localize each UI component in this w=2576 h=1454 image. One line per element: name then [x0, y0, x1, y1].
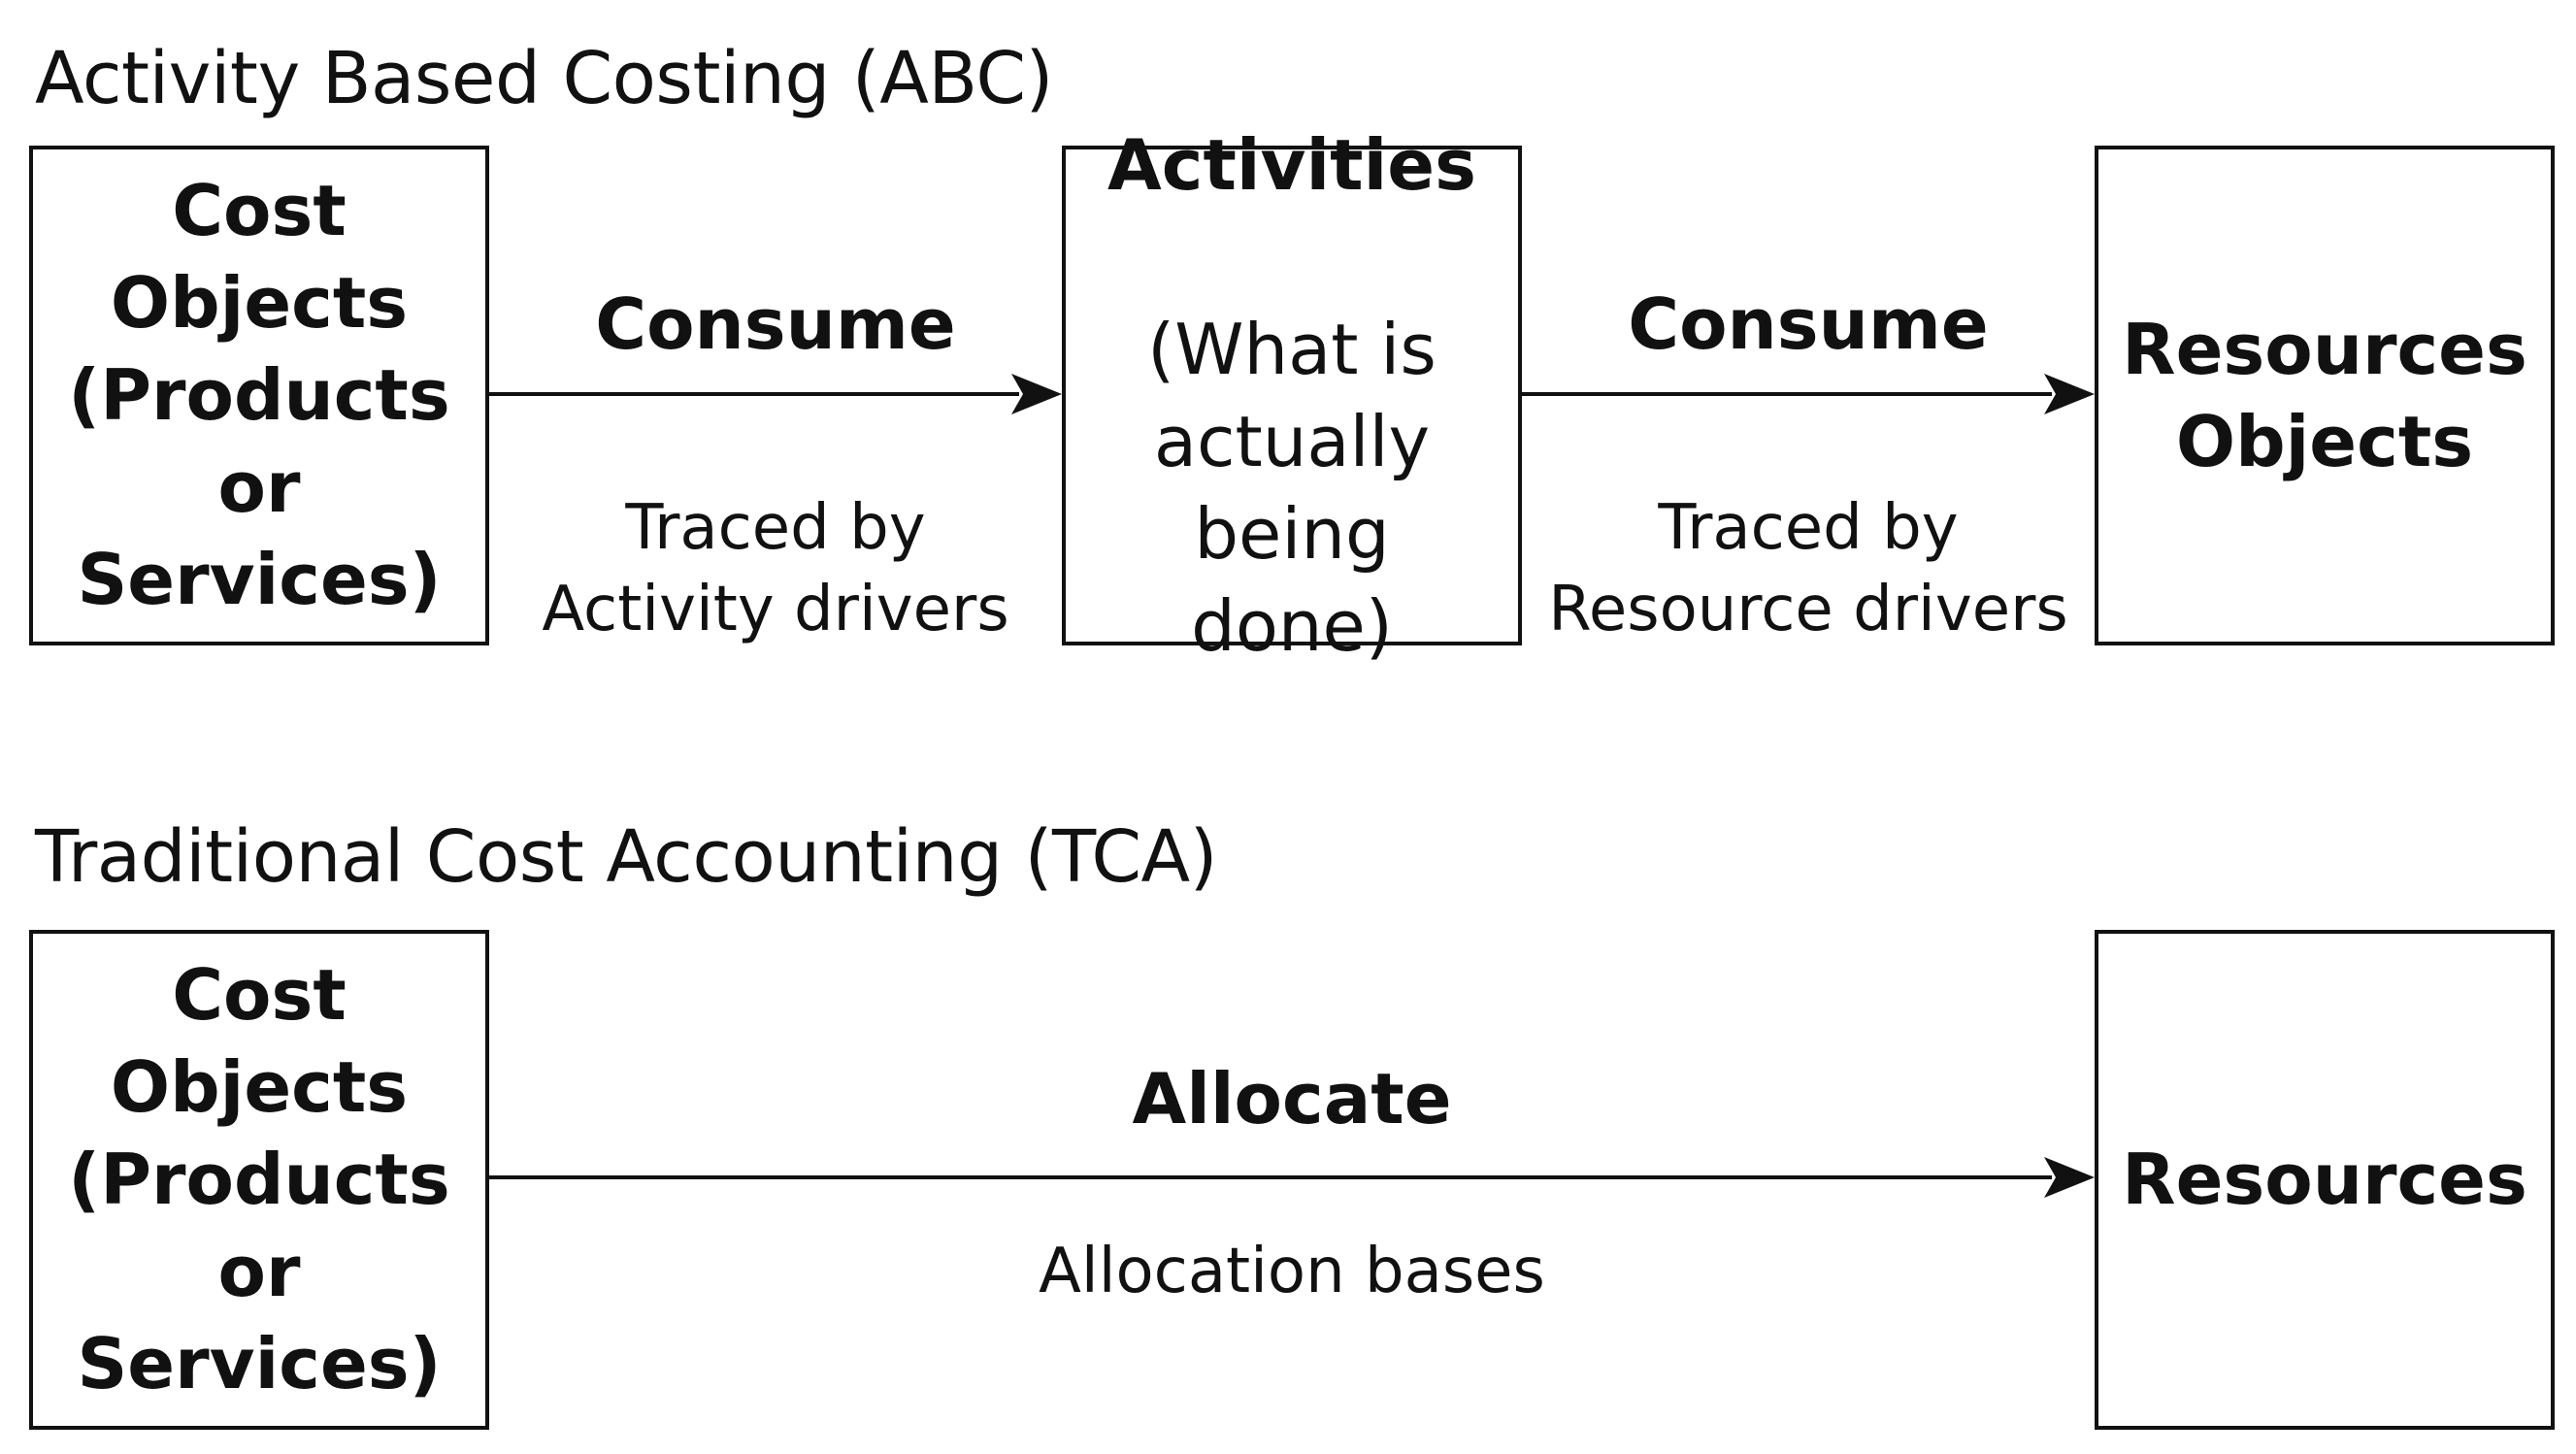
abc-cost-objects-label: Cost Objects (Products or Services) — [68, 170, 450, 620]
abc-link1-note: Traced by Activity drivers — [542, 492, 1009, 645]
abc-link2-note: Traced by Resource drivers — [1548, 492, 2068, 645]
abc-arrow-1 — [489, 374, 1062, 414]
tca-resources-label: Resources — [2122, 1139, 2527, 1220]
tca-resources-box: Resources — [2095, 930, 2555, 1430]
tca-link-note: Allocation bases — [1039, 1236, 1545, 1307]
abc-arrow-2 — [1522, 374, 2095, 414]
abc-link1-verb: Consume — [595, 283, 956, 365]
abc-activities-box: Activities (What is actually being done) — [1062, 124, 1522, 667]
abc-cost-objects-box: Cost Objects (Products or Services) — [29, 146, 489, 645]
abc-resources-label: Resources Objects — [2122, 308, 2527, 482]
abc-activities-detail: (What is actually being done) — [1147, 308, 1437, 667]
tca-cost-objects-label: Cost Objects (Products or Services) — [68, 954, 450, 1404]
tca-cost-objects-box: Cost Objects (Products or Services) — [29, 930, 489, 1430]
abc-link2-verb: Consume — [1628, 283, 1989, 365]
tca-section-title: Traditional Cost Accounting (TCA) — [35, 815, 1217, 899]
abc-section-title: Activity Based Costing (ABC) — [35, 37, 1053, 120]
tca-link-verb: Allocate — [1132, 1058, 1452, 1140]
abc-activities-title: Activities — [1107, 123, 1476, 206]
abc-activities-label: Activities (What is actually being done) — [1107, 27, 1476, 765]
abc-resources-box: Resources Objects — [2095, 146, 2555, 645]
tca-arrow — [489, 1157, 2095, 1198]
